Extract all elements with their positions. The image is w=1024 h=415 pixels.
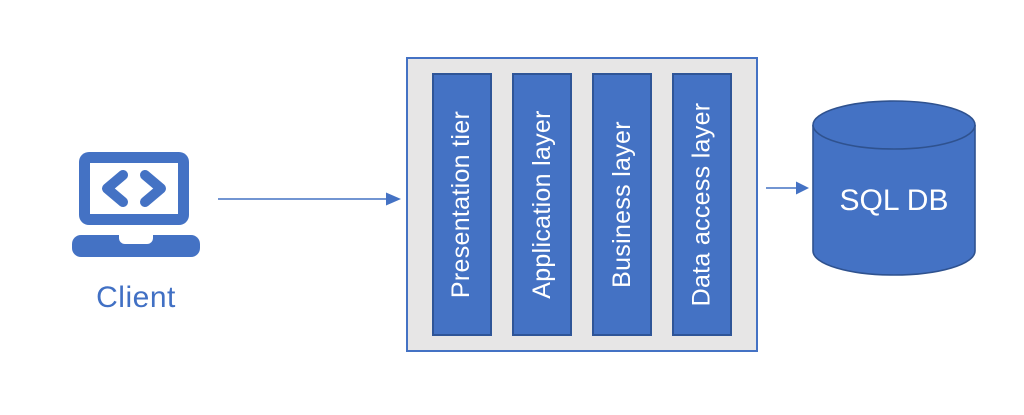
tier-bar-business: Business layer (592, 73, 652, 336)
tier-bar-label: Business layer (607, 121, 636, 288)
tier-bar-data-access: Data access layer (672, 73, 732, 336)
tier-bar-label: Presentation tier (447, 110, 476, 299)
tier-bar-presentation: Presentation tier (432, 73, 492, 336)
db-label: SQL DB (840, 184, 949, 217)
tier-bar-label: Data access layer (687, 102, 716, 307)
tier-bar-label: Application layer (527, 110, 556, 299)
laptop-code-icon (72, 152, 200, 257)
arrow-tiers-to-db-icon (766, 181, 809, 195)
arrow-client-to-tiers-icon (218, 192, 401, 206)
tier-bar-application: Application layer (512, 73, 572, 336)
database-cylinder-icon: SQL DB (812, 100, 976, 276)
client-label: Client (96, 281, 176, 314)
tier-container: Presentation tier Application layer Busi… (406, 57, 758, 352)
